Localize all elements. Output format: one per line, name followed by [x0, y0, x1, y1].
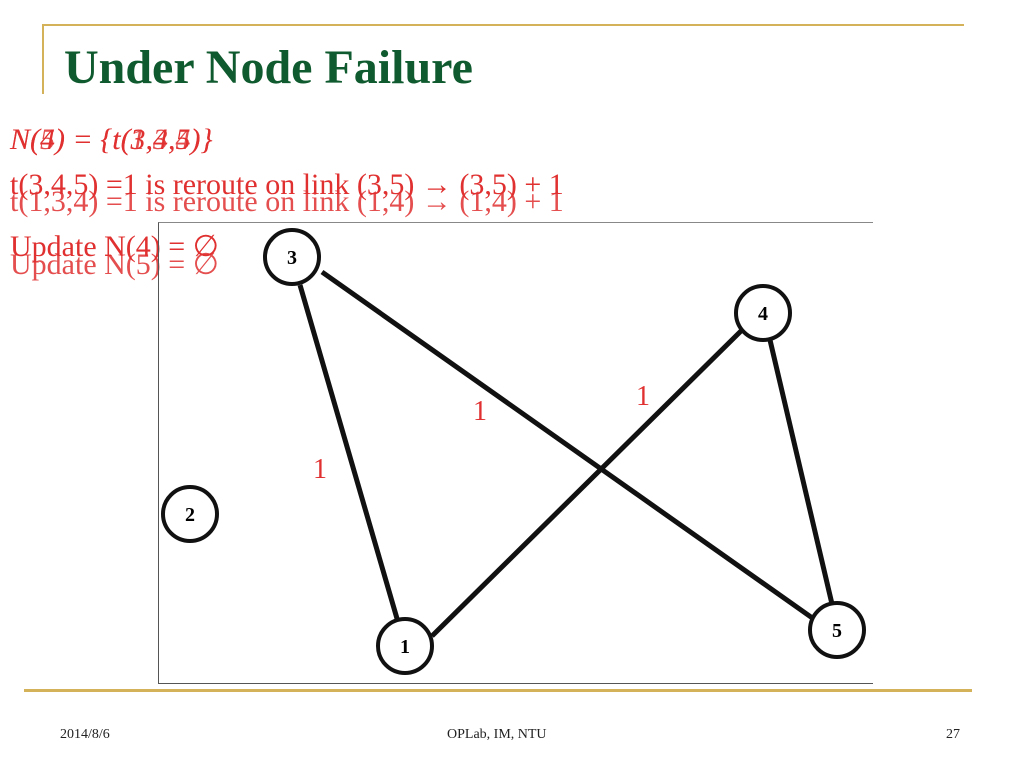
annotation-line-2: t(3,4,5) =1 is reroute on link (3,5) → (… [10, 168, 564, 201]
node-label-1: 1 [400, 636, 410, 658]
node-5: 5 [808, 601, 866, 659]
slide-title: Under Node Failure [64, 41, 473, 94]
edge-3-1 [297, 284, 401, 623]
footer-date: 2014/8/6 [60, 727, 110, 742]
node-4: 4 [734, 284, 792, 342]
node-label-2: 2 [185, 504, 195, 526]
annotation-line-3: Update N(4) = ∅ [10, 230, 219, 263]
annotation-line-1: N(4) = {t(3,4,5)} [10, 123, 213, 156]
node-label-3: 3 [287, 247, 297, 269]
graph-frame [158, 222, 873, 684]
node-label-5: 5 [832, 620, 842, 642]
node-2: 2 [161, 485, 219, 543]
node-label-4: 4 [758, 303, 768, 325]
annotation-line-2-back: t(1,3,4) =1 is reroute on link (1,4) → (… [10, 185, 564, 218]
node-1: 1 [376, 617, 434, 675]
footer-divider [24, 689, 972, 692]
edges [297, 269, 835, 638]
edge-label-1-4: 1 [636, 381, 650, 412]
annotation-line-1-back: N(5) = {t(1,3,4)} [10, 123, 213, 156]
edge-4-5 [767, 339, 835, 605]
frame-top-rule [42, 24, 964, 26]
footer-page-number: 27 [946, 727, 960, 742]
footer-organization: OPLab, IM, NTU [447, 727, 547, 742]
node-3: 3 [263, 228, 321, 286]
frame-left-rule [42, 24, 44, 94]
annotation-line-3-back: Update N(5) = ∅ [10, 248, 219, 281]
edge-label-3-1: 1 [313, 454, 327, 485]
edge-labels: 1 1 1 [313, 381, 650, 485]
nodes: 3 4 2 1 5 [161, 228, 866, 675]
edge-3-5 [320, 269, 820, 625]
edge-label-3-5: 1 [473, 396, 487, 427]
edge-1-4 [430, 328, 744, 638]
